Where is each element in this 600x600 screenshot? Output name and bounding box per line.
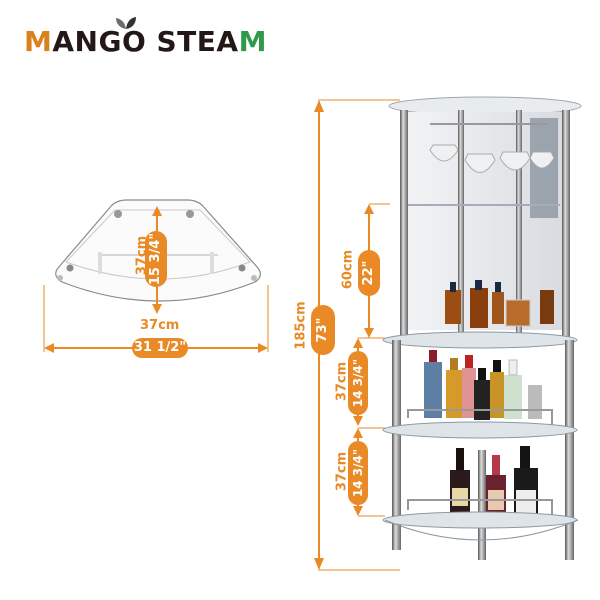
- top-width-cm-label: 37cm: [140, 318, 180, 333]
- top-width-in-badge: 31 1/2": [132, 338, 188, 358]
- brand-logo: MANGO STEAM: [24, 17, 267, 60]
- logo-letter-m: M: [24, 25, 53, 58]
- logo-text: ANGO STEA: [52, 25, 239, 58]
- leaf-icon: [116, 17, 136, 29]
- logo-letter-m-green: M: [238, 25, 267, 58]
